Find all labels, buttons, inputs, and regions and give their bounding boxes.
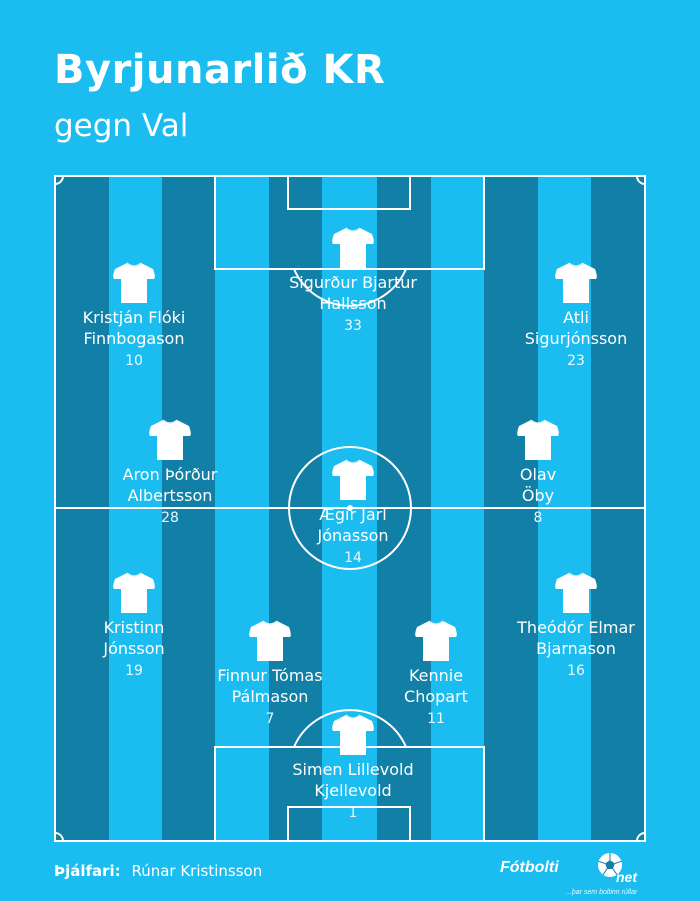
player-card: Finnur Tómas Pálmason 7 <box>170 618 370 728</box>
player-name: Sigurjónsson <box>524 329 628 348</box>
shirt-icon <box>112 570 156 614</box>
player-card: Kristinn Jónsson 19 <box>34 570 234 680</box>
player-name: Ægir Jarl <box>319 505 387 524</box>
shirt-icon <box>331 457 375 501</box>
player-name: Chopart <box>404 687 468 706</box>
corner-arc <box>636 175 646 185</box>
player-name: Kjellevold <box>314 781 392 800</box>
top-penalty-arc <box>293 268 407 307</box>
player-number: 14 <box>344 550 362 566</box>
coach-label: Þjálfari: <box>54 862 121 880</box>
player-name: Atli <box>563 308 589 327</box>
player-name: Kristinn <box>103 618 165 637</box>
player-number: 16 <box>567 663 585 679</box>
player-card: Aron Þórður Albertsson 28 <box>70 417 270 527</box>
player-card: Simen Lillevold Kjellevold 1 <box>253 712 453 822</box>
player-name: Albertsson <box>127 486 213 505</box>
shirt-icon <box>148 417 192 461</box>
soccer-ball-icon <box>598 853 622 877</box>
player-name: Bjarnason <box>536 639 616 658</box>
player-card: Kennie Chopart 11 <box>336 618 536 728</box>
player-name: Pálmason <box>231 687 309 706</box>
player-name: Theódór Elmar <box>517 618 635 637</box>
page-subtitle: gegn Val <box>54 108 189 144</box>
player-name: Hallsson <box>319 294 387 313</box>
bottom-goal-area <box>287 806 411 842</box>
center-spot <box>347 505 353 511</box>
player-name: Jónasson <box>317 526 389 545</box>
logo-word-2: net <box>616 869 638 885</box>
player-name: Simen Lillevold <box>292 760 414 779</box>
player-card: Ægir Jarl Jónasson 14 <box>253 457 453 567</box>
corner-arc <box>54 832 64 842</box>
coach-name: Rúnar Kristinsson <box>131 862 263 880</box>
player-name: Finnbogason <box>83 329 185 348</box>
shirt-icon <box>414 618 458 662</box>
logo-tagline: ...þar sem boltinn rúllar <box>566 889 638 896</box>
player-card: Theódór Elmar Bjarnason 16 <box>476 570 676 680</box>
player-number: 10 <box>125 353 143 369</box>
player-name: Öby <box>521 486 555 505</box>
shirt-icon <box>112 260 156 304</box>
logo-word-1: Fótbolti <box>500 859 559 876</box>
player-card: Atli Sigurjónsson 23 <box>476 260 676 370</box>
player-number: 33 <box>344 318 362 334</box>
fotbolti-net-logo: Fótbolti net ...þar sem boltinn rúllar <box>500 853 638 896</box>
shirt-icon <box>248 618 292 662</box>
player-name: Kennie <box>408 666 464 685</box>
shirt-icon <box>516 417 560 461</box>
page-title: Byrjunarlið KR <box>54 47 386 93</box>
player-number: 1 <box>348 805 358 821</box>
corner-arc <box>54 175 64 185</box>
corner-arc <box>636 832 646 842</box>
shirt-icon <box>554 260 598 304</box>
player-card: Sigurður Bjartur Hallsson 33 <box>253 225 453 335</box>
player-name: Sigurður Bjartur <box>289 273 417 292</box>
player-number: 7 <box>265 711 275 727</box>
player-card: Kristján Flóki Finnbogason 10 <box>34 260 234 370</box>
player-name: Finnur Tómas <box>217 666 323 685</box>
player-number: 8 <box>533 510 543 526</box>
player-name: Jónsson <box>103 639 165 658</box>
player-number: 23 <box>567 353 585 369</box>
player-number: 11 <box>427 711 445 727</box>
shirt-icon <box>331 712 375 756</box>
player-number: 19 <box>125 663 143 679</box>
shirt-icon <box>554 570 598 614</box>
player-name: Aron Þórður <box>122 465 218 484</box>
player-number: 28 <box>161 510 179 526</box>
top-goal-area <box>287 175 411 210</box>
player-name: Olav <box>519 465 557 484</box>
shirt-icon <box>331 225 375 269</box>
center-circle <box>288 446 412 570</box>
bottom-penalty-arc <box>293 709 407 748</box>
player-card: Olav Öby 8 <box>438 417 638 527</box>
player-name: Kristján Flóki <box>82 308 186 327</box>
coach-line: Þjálfari: Rúnar Kristinsson <box>54 862 262 880</box>
